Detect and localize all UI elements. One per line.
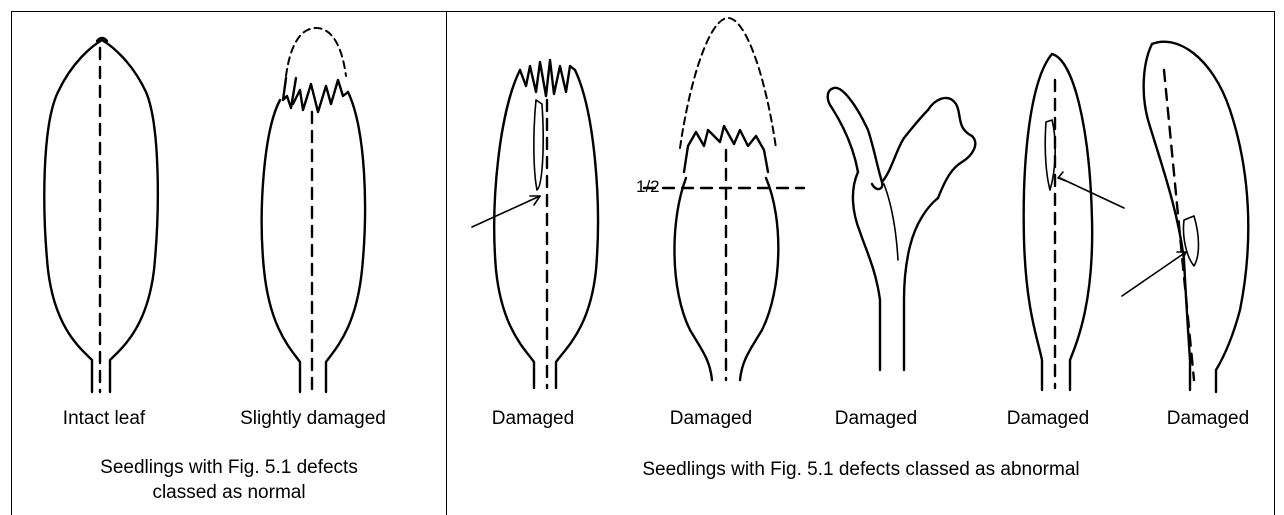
label-damaged-1: Damaged xyxy=(492,408,574,430)
label-intact-leaf: Intact leaf xyxy=(63,408,145,430)
seedling-damaged-2 xyxy=(644,18,804,380)
caption-normal: Seedlings with Fig. 5.1 defects classed … xyxy=(12,455,446,505)
seedling-damaged-5 xyxy=(1122,42,1248,392)
label-damaged-3: Damaged xyxy=(835,408,917,430)
seedling-damaged-3 xyxy=(828,88,976,370)
half-mark-label: 1/2 xyxy=(636,177,660,197)
label-damaged-4: Damaged xyxy=(1007,408,1089,430)
seedling-intact-leaf xyxy=(44,38,158,392)
seedling-damaged-4 xyxy=(1024,54,1124,390)
seedling-slightly-damaged xyxy=(262,28,365,392)
label-damaged-5: Damaged xyxy=(1167,408,1249,430)
seedling-damaged-1 xyxy=(472,60,598,388)
caption-abnormal: Seedlings with Fig. 5.1 defects classed … xyxy=(447,457,1275,482)
caption-normal-line2: classed as normal xyxy=(12,480,446,505)
label-slightly-damaged: Slightly damaged xyxy=(240,408,386,430)
caption-normal-line1: Seedlings with Fig. 5.1 defects xyxy=(12,455,446,480)
label-damaged-2: Damaged xyxy=(670,408,752,430)
